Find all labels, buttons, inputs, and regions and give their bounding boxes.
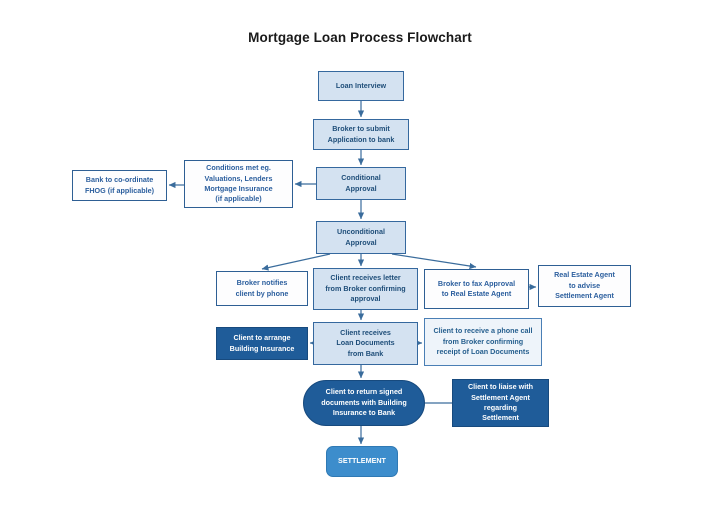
node-label: Broker notifies client by phone xyxy=(235,278,289,298)
node-real-estate-agent-advise[interactable]: Real Estate Agent to advise Settlement A… xyxy=(538,265,631,307)
node-bank-coordinate-fhog[interactable]: Bank to co-ordinate FHOG (if applicable) xyxy=(72,170,167,201)
node-label: SETTLEMENT xyxy=(338,456,386,466)
node-conditional-approval[interactable]: Conditional Approval xyxy=(316,167,406,200)
node-label: Client to arrange Building Insurance xyxy=(229,333,295,353)
node-label: Client to receive a phone call from Brok… xyxy=(433,326,533,357)
node-label: Conditional Approval xyxy=(341,173,381,193)
node-label: Client receives Loan Documents from Bank xyxy=(336,327,395,358)
node-label: Client to liaise with Settlement Agent r… xyxy=(467,382,534,423)
node-loan-interview[interactable]: Loan Interview xyxy=(318,71,404,101)
node-client-receives-letter[interactable]: Client receives letter from Broker confi… xyxy=(313,268,418,310)
node-label: Conditions met eg. Valuations, Lenders M… xyxy=(204,163,273,204)
node-unconditional-approval[interactable]: Unconditional Approval xyxy=(316,221,406,254)
node-label: Broker to fax Approval to Real Estate Ag… xyxy=(437,278,516,298)
node-client-return-signed-documents[interactable]: Client to return signed documents with B… xyxy=(303,380,425,426)
node-label: Client to return signed documents with B… xyxy=(321,387,407,418)
node-label: Unconditional Approval xyxy=(337,227,385,247)
node-broker-submit-application[interactable]: Broker to submit Application to bank xyxy=(313,119,409,150)
node-conditions-met[interactable]: Conditions met eg. Valuations, Lenders M… xyxy=(184,160,293,208)
node-label: Broker to submit Application to bank xyxy=(327,124,395,144)
node-settlement[interactable]: SETTLEMENT xyxy=(326,446,398,477)
node-client-liaise-settlement-agent[interactable]: Client to liaise with Settlement Agent r… xyxy=(452,379,549,427)
connector-unconditional-to-broker-fax xyxy=(391,253,477,270)
node-client-receives-loan-documents[interactable]: Client receives Loan Documents from Bank xyxy=(313,322,418,365)
node-client-arrange-building-insurance[interactable]: Client to arrange Building Insurance xyxy=(216,327,308,360)
node-broker-fax-approval[interactable]: Broker to fax Approval to Real Estate Ag… xyxy=(424,269,529,309)
connector-unconditional-to-broker-notifies xyxy=(261,253,331,271)
node-label: Bank to co-ordinate FHOG (if applicable) xyxy=(84,175,155,195)
node-broker-notifies-client[interactable]: Broker notifies client by phone xyxy=(216,271,308,306)
node-client-receive-phone-call[interactable]: Client to receive a phone call from Brok… xyxy=(424,318,542,366)
node-label: Client receives letter from Broker confi… xyxy=(325,273,406,304)
page-title: Mortgage Loan Process Flowchart xyxy=(248,30,472,45)
node-label: Real Estate Agent to advise Settlement A… xyxy=(554,270,615,301)
node-label: Loan Interview xyxy=(335,80,387,90)
